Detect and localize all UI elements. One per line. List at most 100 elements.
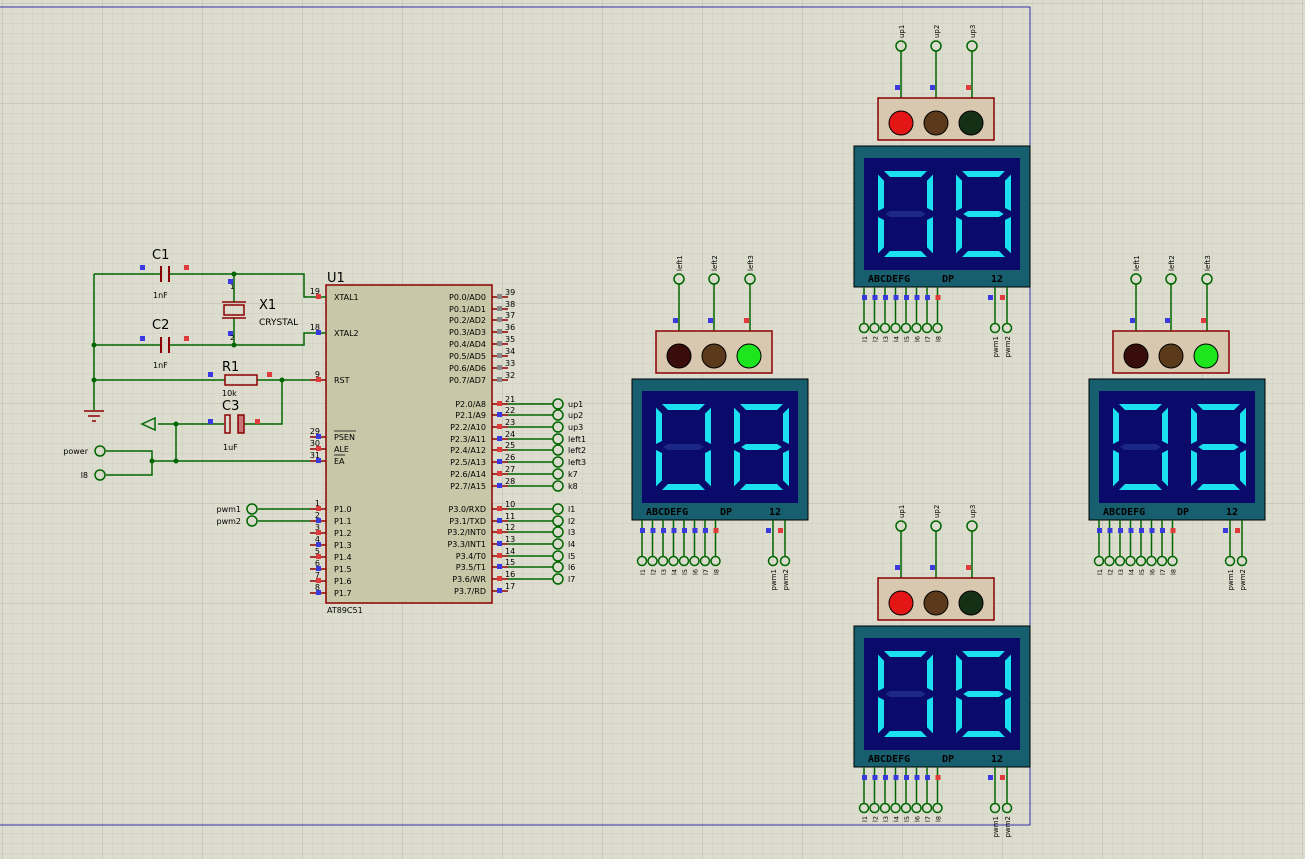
net-terminal[interactable] <box>989 802 1001 814</box>
net-terminal[interactable] <box>1104 555 1115 567</box>
net-terminal[interactable] <box>699 555 711 567</box>
net-terminal[interactable] <box>858 322 870 334</box>
mcu-u1[interactable]: U1 AT89C51 19XTAL118XTAL29RST29PSEN30ALE… <box>310 271 586 615</box>
mcu-pin-8[interactable]: 8P1.7 <box>310 583 352 598</box>
net-terminal[interactable] <box>673 273 685 285</box>
mcu-pin-1[interactable]: 1P1.0 <box>310 499 352 514</box>
net-terminal[interactable] <box>636 555 648 567</box>
net-terminal[interactable] <box>869 802 880 814</box>
net-terminal[interactable] <box>966 520 978 532</box>
net-terminal[interactable] <box>921 322 933 334</box>
net-terminal[interactable] <box>911 322 922 334</box>
net-terminal[interactable] <box>1125 555 1136 567</box>
net-terminal[interactable] <box>552 456 564 468</box>
net-terminal[interactable] <box>895 520 907 532</box>
terminal-l8[interactable]: l8 <box>81 469 106 481</box>
net-terminal[interactable] <box>657 555 669 567</box>
net-terminal[interactable] <box>989 322 1001 334</box>
net-terminal[interactable] <box>1114 555 1126 567</box>
net-terminal[interactable] <box>779 555 791 567</box>
net-terminal[interactable] <box>858 802 870 814</box>
net-terminal[interactable] <box>921 802 933 814</box>
net-terminal[interactable] <box>552 550 564 562</box>
net-terminal[interactable] <box>1001 802 1013 814</box>
net-terminal[interactable] <box>552 433 564 445</box>
net-terminal[interactable] <box>1201 273 1213 285</box>
net-terminal[interactable] <box>678 555 690 567</box>
net-terminal[interactable] <box>932 322 943 334</box>
net-terminal[interactable] <box>552 503 564 515</box>
mcu-pin-6[interactable]: 6P1.5 <box>310 559 352 574</box>
net-terminal[interactable] <box>1236 555 1248 567</box>
net-terminal[interactable] <box>930 40 942 52</box>
terminal-pwm2[interactable]: pwm2 <box>216 515 258 527</box>
terminal-power[interactable]: power <box>63 445 106 457</box>
net-terminal[interactable] <box>930 520 942 532</box>
net-terminal[interactable] <box>552 421 564 433</box>
mcu-pin-7[interactable]: 7P1.6 <box>310 571 352 586</box>
capacitor-c1[interactable]: C1 1nF <box>140 248 189 300</box>
net-terminal[interactable] <box>552 468 564 480</box>
net-terminal[interactable] <box>1001 322 1013 334</box>
net-terminal[interactable] <box>932 802 943 814</box>
net-terminal[interactable] <box>879 322 891 334</box>
capacitor-c2[interactable]: C2 1nF <box>140 318 189 370</box>
net-terminal[interactable] <box>1130 273 1142 285</box>
net-terminal[interactable] <box>1167 555 1178 567</box>
capacitor-c3[interactable]: C3 1uF <box>208 399 260 452</box>
net-terminal[interactable] <box>895 40 907 52</box>
net-terminal[interactable] <box>647 555 658 567</box>
net-terminal[interactable] <box>869 322 880 334</box>
crystal-x1[interactable]: 1 2 X1 CRYSTAL <box>222 279 298 342</box>
mcu-pin-3[interactable]: 3P1.2 <box>310 523 352 538</box>
net-terminal[interactable] <box>890 802 901 814</box>
net-terminal[interactable] <box>900 802 912 814</box>
net-terminal[interactable] <box>911 802 922 814</box>
net-terminal[interactable] <box>900 322 912 334</box>
net-terminal[interactable] <box>552 573 564 585</box>
net-terminal[interactable] <box>552 515 564 527</box>
net-terminal[interactable] <box>708 273 720 285</box>
net-terminal[interactable] <box>552 444 564 456</box>
net-terminal[interactable] <box>744 273 756 285</box>
net-terminal[interactable] <box>879 802 891 814</box>
net-terminal[interactable] <box>552 526 564 538</box>
mcu-pin-5[interactable]: 5P1.4 <box>310 547 352 562</box>
net-terminal[interactable] <box>552 409 564 421</box>
mcu-pin-2[interactable]: 2P1.1 <box>310 511 352 526</box>
net-terminal[interactable] <box>1135 555 1147 567</box>
terminal-pwm1[interactable]: pwm1 <box>216 503 258 515</box>
net-terminal[interactable] <box>668 555 679 567</box>
net-terminal[interactable] <box>552 538 564 550</box>
net-terminal[interactable] <box>1093 555 1105 567</box>
